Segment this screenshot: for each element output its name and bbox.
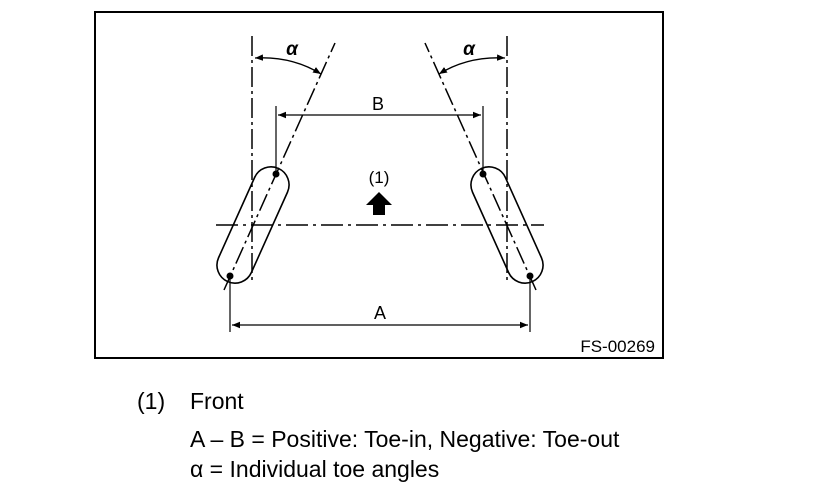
left-wheel-centerline [223,42,336,291]
dimension-a-label: A [374,303,386,323]
left-wheel-rear-point [226,272,234,280]
left-wheel [216,166,290,284]
right-wheel [470,166,544,284]
left-toe-angle-arc [254,54,322,75]
right-alpha-label: α [463,39,476,60]
diagram-frame [94,11,664,359]
figure-id: FS-00269 [580,337,655,356]
left-wheel-front-point [272,170,280,178]
right-wheel-rear-point [526,272,534,280]
dimension-b-label: B [372,94,384,114]
right-toe-angle-arc [438,54,506,75]
right-wheel-front-point [479,170,487,178]
legend-toe-definition: A – B = Positive: Toe-in, Negative: Toe-… [190,426,620,452]
legend-alpha-definition: α = Individual toe angles [190,456,440,482]
left-alpha-label: α [286,39,299,60]
toe-alignment-diagram: B A α α (1) FS-00269 [94,11,664,359]
front-marker-label: (1) [369,168,390,187]
front-arrow-icon [366,192,392,215]
legend-item-number: (1) [137,388,166,414]
right-wheel-centerline [424,42,537,291]
legend-item-label: Front [190,388,244,414]
